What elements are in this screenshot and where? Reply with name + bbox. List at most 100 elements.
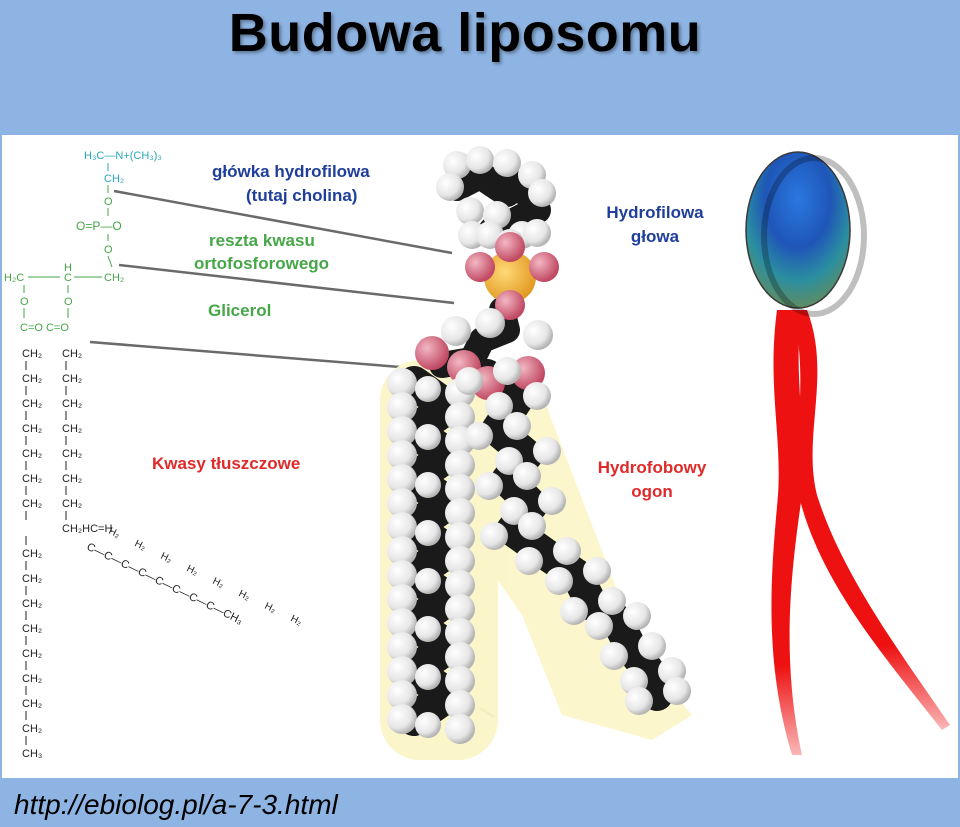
formula-glycerol-left: H₂C xyxy=(4,272,24,284)
slide-title: Budowa liposomu xyxy=(228,3,702,63)
oxygen-atom xyxy=(529,252,559,282)
diagram-panel: H₃C—N+(CH₃)₃ CH₂ O O=P—O O H₂C H C CH₂ O… xyxy=(2,135,958,778)
oxygen-atom xyxy=(511,356,545,390)
formula-ch2-top: CH₂ xyxy=(104,173,124,185)
hydrogen-atom xyxy=(445,690,475,720)
cartoon-head xyxy=(745,151,851,309)
hydrogen-atom xyxy=(493,149,521,177)
hydrogen-atom xyxy=(583,557,611,585)
hydrogen-atom xyxy=(445,402,475,432)
cartoon-lipid xyxy=(745,151,950,755)
oxygen-atom xyxy=(465,252,495,282)
formula-ch2: CH₂ xyxy=(22,398,42,410)
formula-choline: H₃C—N+(CH₃)₃ xyxy=(84,150,162,162)
hydrogen-atom xyxy=(415,568,441,594)
pointer-lines xyxy=(89,189,495,719)
formula-ch2: CH₂ xyxy=(22,548,42,560)
pointer-line-glycerol xyxy=(89,340,401,369)
label-hydrophilic-line1: Hydrofilowa xyxy=(606,203,704,222)
hydrogen-atom xyxy=(387,512,417,542)
formula-ch2: CH₂ xyxy=(22,698,42,710)
label-hydrophobic-line1: Hydrofobowy xyxy=(597,458,707,477)
formula-ch3: CH₃ xyxy=(22,748,42,760)
label-glycerol: Glicerol xyxy=(208,301,272,320)
hydrogen-atom xyxy=(445,642,475,672)
formula-h2: H₂ xyxy=(107,526,122,541)
hydrogen-atom xyxy=(465,422,493,450)
hydrogen-atom xyxy=(545,567,573,595)
formula-h2: H₂ xyxy=(263,601,278,616)
label-phosphate-line1: reszta kwasu xyxy=(209,231,315,250)
formula-ch2: CH₂ xyxy=(22,623,42,635)
formula-ch2: CH₂ xyxy=(22,673,42,685)
formula-ch2: CH₂ xyxy=(62,448,82,460)
hydrogen-atom xyxy=(475,308,505,338)
hydrogen-atom xyxy=(493,357,521,385)
formula-ch2: CH₂ xyxy=(22,473,42,485)
label-fatty-acids: Kwasy tłuszczowe xyxy=(152,454,301,473)
formula-ch2: CH₂ xyxy=(22,448,42,460)
formula-h2: H₂ xyxy=(237,588,252,603)
hydrogen-atom xyxy=(387,608,417,638)
hydrogen-atom xyxy=(387,416,417,446)
formula-ch2: CH₂ xyxy=(22,598,42,610)
hydrogen-atom xyxy=(638,632,666,660)
hydrogen-atom xyxy=(528,179,556,207)
formula-ch2: CH₂ xyxy=(62,473,82,485)
source-link[interactable]: http://ebiolog.pl/a-7-3.html xyxy=(14,789,338,820)
formula-ester: C=O C=O xyxy=(20,322,69,334)
cartoon-tail-left xyxy=(771,310,804,755)
formula-glycerol-h: H xyxy=(64,262,72,274)
label-hydrophilic-line2: głowa xyxy=(630,227,680,246)
formula-h2: H₂ xyxy=(185,563,200,578)
hydrogen-atom xyxy=(436,173,464,201)
formula-h2: H₂ xyxy=(133,538,148,553)
hydrogen-atom xyxy=(475,472,503,500)
hydrogen-atom xyxy=(466,146,494,174)
formula-ch2: CH₂ xyxy=(22,498,42,510)
hydrogen-atom xyxy=(663,677,691,705)
hydrogen-atom xyxy=(387,536,417,566)
hydrogen-atom xyxy=(415,520,441,546)
hydrogen-atom xyxy=(598,587,626,615)
hydrogen-atom xyxy=(387,632,417,662)
label-head-line2: (tutaj cholina) xyxy=(246,186,358,205)
formula-o2: O xyxy=(104,244,113,256)
hydrogen-atom xyxy=(387,656,417,686)
formula-o-left: O xyxy=(20,296,29,308)
formula-h2: H₂ xyxy=(211,576,226,591)
hydrogen-atom xyxy=(585,612,613,640)
formula-glycerol-right: CH₂ xyxy=(104,272,124,284)
label-hydrophobic-line2: ogon xyxy=(631,482,673,501)
hydrogen-atom xyxy=(387,440,417,470)
formula-o1: O xyxy=(104,196,113,208)
hydrogen-atom xyxy=(387,488,417,518)
hydrogen-atom xyxy=(387,464,417,494)
formula-ch2: CH₂ xyxy=(62,398,82,410)
formula-ch2: CH₂ xyxy=(62,423,82,435)
formula-ch2: CH₂ xyxy=(22,423,42,435)
oxygen-atom xyxy=(495,232,525,262)
hydrogen-atom xyxy=(445,546,475,576)
space-filling-model xyxy=(387,146,691,744)
oxygen-atom xyxy=(495,290,525,320)
formula-h2: H₂ xyxy=(289,613,304,628)
formula-h2: H₂ xyxy=(159,551,174,566)
phosphorus-atom xyxy=(484,251,536,303)
hydrogen-atom xyxy=(445,570,475,600)
formula-ch2: CH₂ xyxy=(62,498,82,510)
hydrogen-atom xyxy=(415,472,441,498)
hydrogen-atom xyxy=(560,597,588,625)
hydrogen-atom xyxy=(415,664,441,690)
label-phosphate-line2: ortofosforowego xyxy=(194,254,330,273)
formula-ch2: CH₂ xyxy=(62,348,82,360)
hydrogen-atom xyxy=(415,376,441,402)
formula-ch2: CH₂ xyxy=(22,723,42,735)
hydrogen-atom xyxy=(480,522,508,550)
hydrogen-atom xyxy=(445,618,475,648)
formula-ch2: CH₂ xyxy=(22,348,42,360)
hydrogen-atom xyxy=(387,368,417,398)
oxygen-atom xyxy=(415,336,449,370)
pointer-line-head xyxy=(113,189,453,255)
hydrogen-atom xyxy=(456,197,484,225)
